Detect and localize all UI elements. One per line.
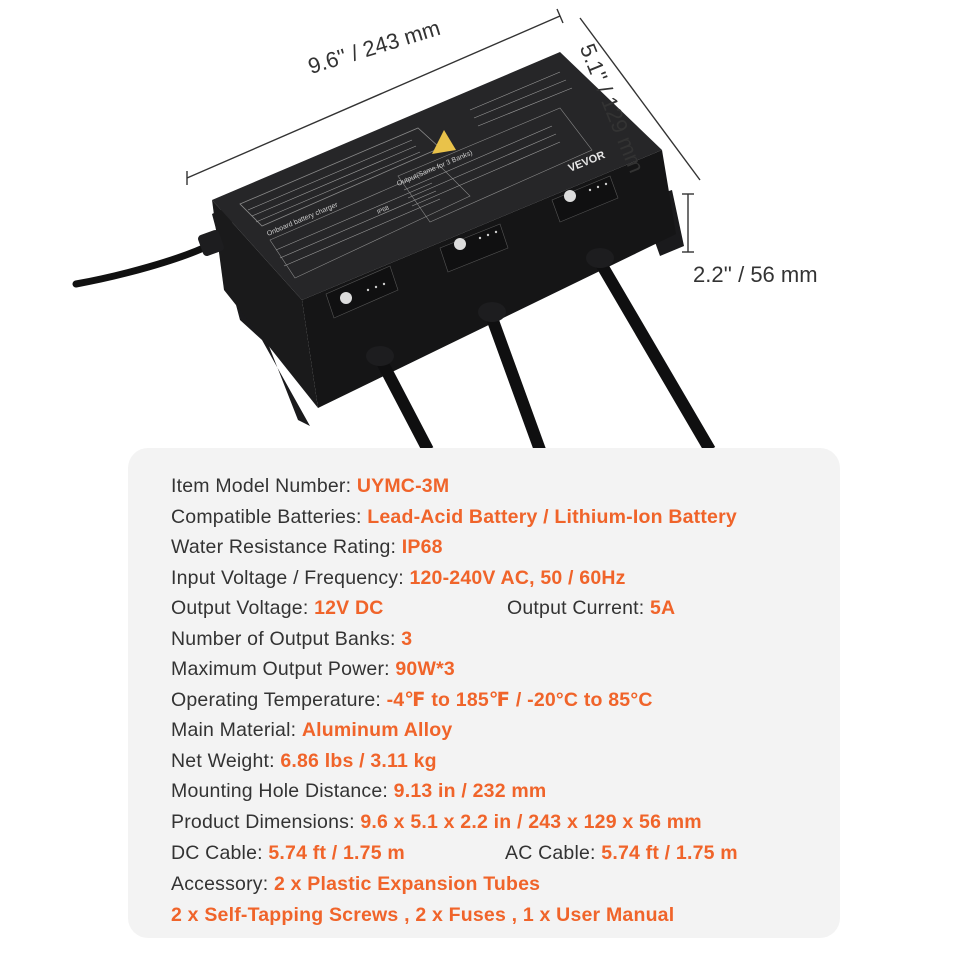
spec-value: 3 [401,628,413,650]
spec-power: Maximum Output Power: 90W*3 [171,657,455,681]
spec-value: 5.74 ft / 1.75 m [268,842,405,864]
spec-hole-distance: Mounting Hole Distance: 9.13 in / 232 mm [171,779,546,803]
bank-panel-1 [325,265,399,319]
spec-water: Water Resistance Rating: IP68 [171,535,443,559]
spec-batteries: Compatible Batteries: Lead-Acid Battery … [171,505,737,529]
bank-panel-3 [551,175,619,223]
charger-illustration: VEVOR Onboard battery charger Output(Sam… [72,8,716,454]
product-image-area: VEVOR Onboard battery charger Output(Sam… [0,0,970,454]
device-rating: IP68 [376,205,390,216]
spec-label: Main Material: [171,719,302,741]
spec-label: Maximum Output Power: [171,658,396,680]
spec-label: Mounting Hole Distance: [171,780,394,802]
spec-output-voltage: Output Voltage: 12V DC [171,596,384,620]
spec-input: Input Voltage / Frequency: 120-240V AC, … [171,566,626,590]
spec-label: Output Voltage: [171,597,315,619]
bank-1-button [340,292,352,304]
spec-accessory: Accessory: 2 x Plastic Expansion Tubes [171,872,540,896]
spec-label: Compatible Batteries: [171,506,368,528]
spec-dc-cable: DC Cable: 5.74 ft / 1.75 m [171,841,405,865]
spec-label: Number of Output Banks: [171,628,402,650]
bank-panel-2 [439,223,509,273]
spec-banks: Number of Output Banks: 3 [171,627,412,651]
spec-dimensions: Product Dimensions: 9.6 x 5.1 x 2.2 in /… [171,810,702,834]
charger-front-face [212,200,318,408]
spec-label: DC Cable: [171,842,269,864]
spec-value: 6.86 lbs / 3.11 kg [280,750,437,772]
spec-label: Accessory: [171,873,274,895]
spec-weight: Net Weight: 6.86 lbs / 3.11 kg [171,749,437,773]
spec-value: Lead-Acid Battery / Lithium-Ion Battery [367,506,737,528]
spec-value: 5.74 ft / 1.75 m [601,842,738,864]
spec-value: 12V DC [314,597,384,619]
spec-ac-cable: AC Cable: 5.74 ft / 1.75 m [505,841,738,865]
spec-label: Water Resistance Rating: [171,536,402,558]
spec-label: Operating Temperature: [171,689,387,711]
spec-value: UYMC-3M [356,475,450,497]
spec-accessory-continued: 2 x Self-Tapping Screws , 2 x Fuses , 1 … [171,903,674,927]
spec-label: Output Current: [507,597,651,619]
ac-cable [72,240,216,288]
spec-value: -4℉ to 185℉ / -20°C to 85°C [386,689,653,711]
hot-warning-icon [432,130,456,154]
spec-value: 120-240V AC, 50 / 60Hz [409,567,626,589]
bank-3-button [564,190,576,202]
spec-value: 5A [650,597,676,619]
spec-value: 2 x Self-Tapping Screws , 2 x Fuses , 1 … [171,904,675,926]
spec-material: Main Material: Aluminum Alloy [171,718,452,742]
spec-label: Item Model Number: [171,475,357,497]
spec-label: Product Dimensions: [171,811,361,833]
spec-value: IP68 [401,536,443,558]
cable-glands [366,248,614,366]
spec-label: AC Cable: [505,842,602,864]
spec-value: 9.6 x 5.1 x 2.2 in / 243 x 129 x 56 mm [360,811,702,833]
spec-label: Net Weight: [171,750,281,772]
spec-value: Aluminum Alloy [301,719,453,741]
dimension-height-label: 2.2'' / 56 mm [693,262,818,287]
spec-model: Item Model Number: UYMC-3M [171,474,449,498]
bank-2-button [454,238,466,250]
dimension-lines [186,8,701,253]
dc-cables [376,258,716,454]
spec-temperature: Operating Temperature: -4℉ to 185℉ / -20… [171,688,653,712]
spec-label: Input Voltage / Frequency: [171,567,410,589]
spec-value: 90W*3 [395,658,455,680]
spec-value: 2 x Plastic Expansion Tubes [273,873,541,895]
spec-output-current: Output Current: 5A [507,596,675,620]
spec-value: 9.13 in / 232 mm [393,780,547,802]
spec-card: Item Model Number: UYMC-3M Compatible Ba… [128,448,840,938]
